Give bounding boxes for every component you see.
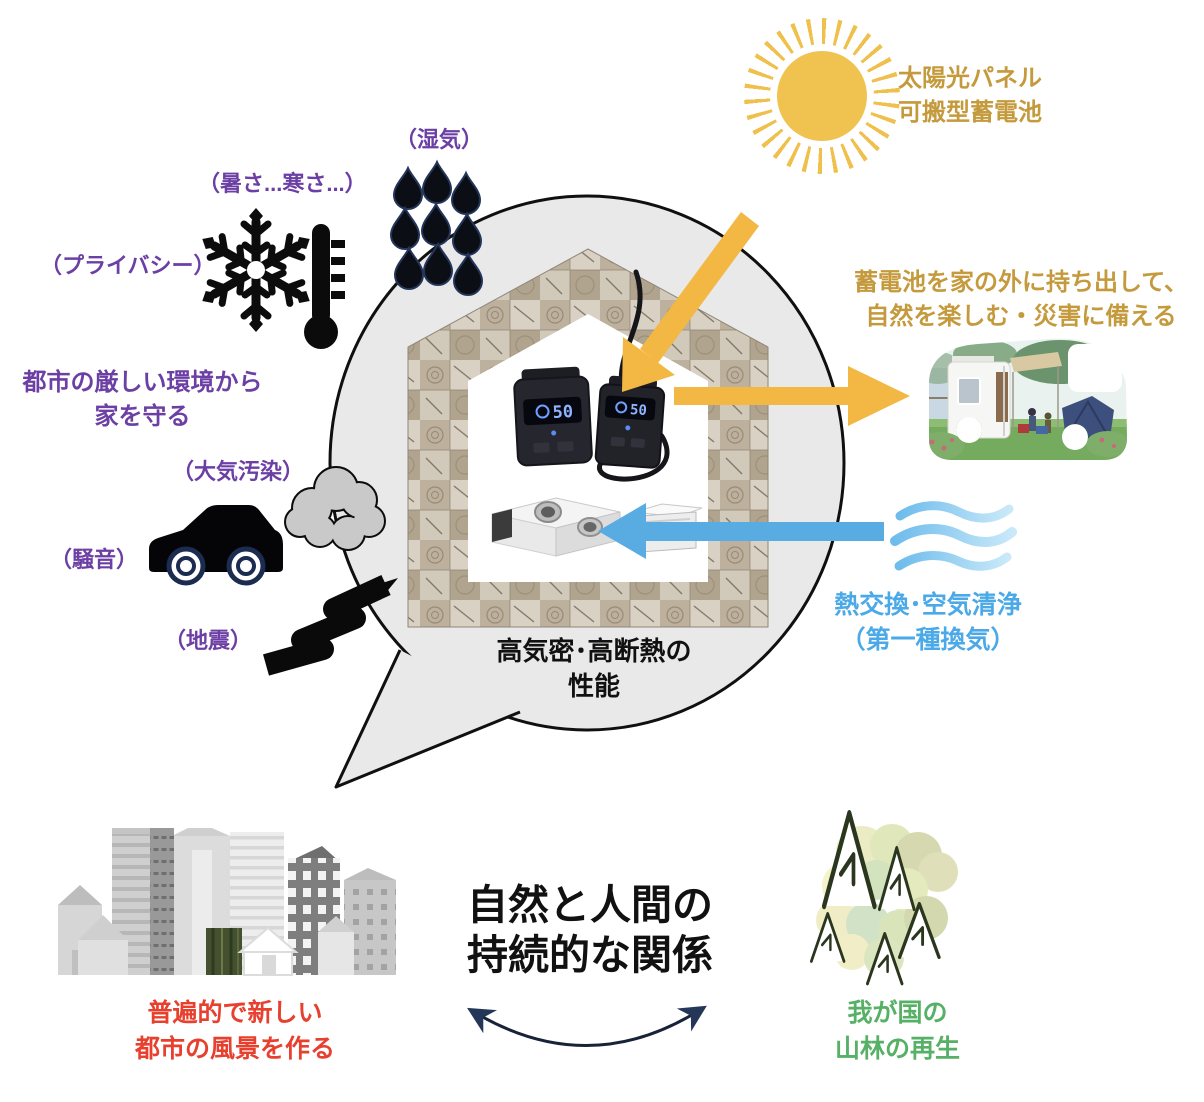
city-illustration: [58, 828, 396, 976]
main-title: 自然と人間の 持続的な関係: [467, 882, 713, 979]
battery-display-left: 50: [552, 402, 574, 423]
air-pollution-label: （大気汚染）: [171, 459, 304, 484]
exhaust-cloud-icon: [284, 466, 386, 551]
forest-label: 我が国の 山林の再生: [834, 999, 960, 1063]
earthquake-label: （地震）: [163, 628, 252, 653]
car-icon: [149, 505, 283, 586]
heat-exchanger: [491, 497, 621, 557]
lightning-icon: [263, 575, 398, 676]
heat-cold-label: （暑さ...寒さ...）: [198, 171, 367, 196]
battery-outing-label: 蓄電池を家の外に持ち出して、 自然を楽しむ・災害に備える: [853, 269, 1189, 331]
privacy-label: （プライバシー）: [40, 253, 216, 278]
protect-home-label: 都市の厳しい環境から 家を守る: [22, 369, 263, 431]
ventilation-label: 熱交換･空気清浄 （第一種換気）: [834, 591, 1022, 654]
fresh-air-arrow: [598, 503, 884, 559]
camper-van-photo: [929, 338, 1127, 460]
solar-panel-label: 太陽光パネル 可搬型蓄電池: [898, 65, 1042, 127]
solar-charge-arrow: [622, 212, 759, 392]
cycle-arrow: [467, 1005, 707, 1047]
battery-out-arrow: [674, 366, 910, 426]
snowflake-thermometer-icon: [196, 208, 345, 349]
battery-units: 50 50: [513, 366, 666, 469]
battery-display-right: 50: [629, 402, 647, 419]
noise-label: （騒音）: [49, 547, 138, 572]
city-label: 普遍的で新しい 都市の風景を作る: [134, 999, 335, 1063]
humidity-label: （湿気）: [394, 127, 483, 152]
sun-icon: [744, 18, 900, 174]
forest-icon: [809, 813, 958, 986]
water-drops-icon: [390, 161, 483, 296]
performance-label: 高気密･高断熱の 性能: [496, 636, 692, 702]
wind-icon: [890, 501, 1017, 571]
